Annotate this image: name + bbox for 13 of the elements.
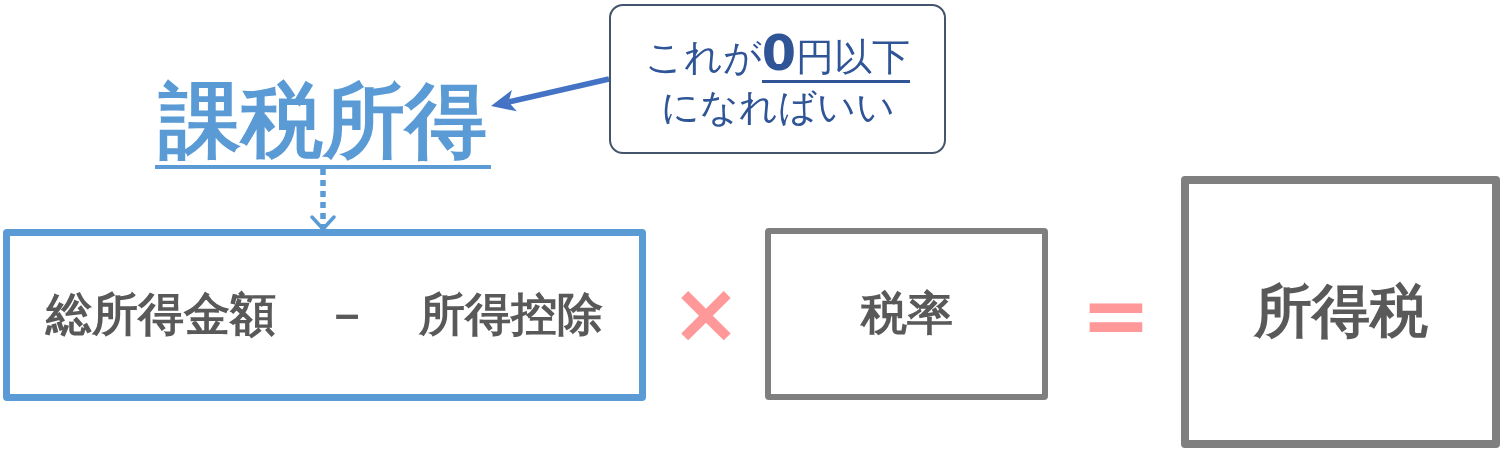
multiplication-sign: × (670, 271, 742, 355)
equals-sign: = (1080, 273, 1152, 357)
formula-text: 総所得金額 － 所得控除 (46, 287, 603, 343)
result-box (1181, 176, 1500, 448)
callout-box (609, 4, 946, 154)
formula-box (3, 229, 646, 401)
formula-box (765, 228, 1048, 400)
arrow (490, 76, 610, 112)
result-text: 所得税 (1253, 277, 1428, 347)
formula-text: 税率 (860, 286, 953, 342)
dotted-arrow (310, 169, 336, 231)
underlined-heading: 課税所得 (155, 79, 491, 169)
callout-text: これが0円以下になればいい (643, 25, 912, 131)
